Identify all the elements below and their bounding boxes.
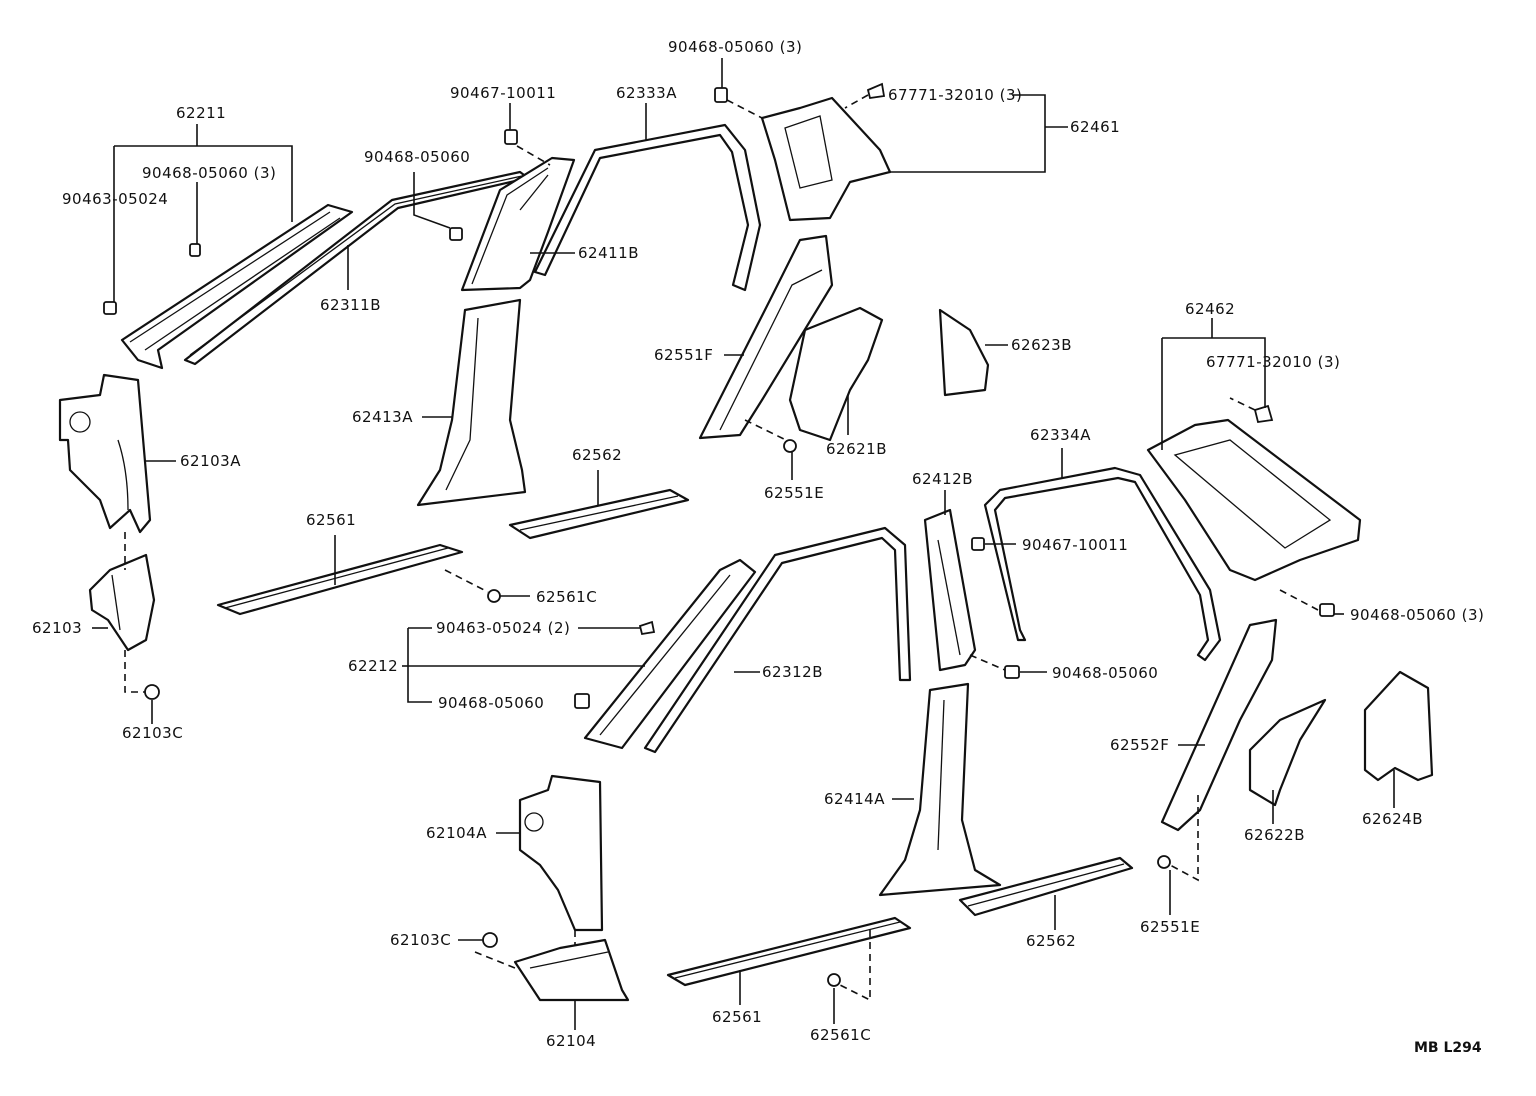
part-62411B-pillar-upper [460, 156, 576, 292]
label-62414A: 62414A [824, 790, 885, 808]
leader-lines [92, 58, 1395, 1030]
label-62104: 62104 [546, 1032, 596, 1050]
part-62462-quarter-trim [1146, 418, 1362, 582]
label-90467-10011-top: 90467-10011 [450, 84, 556, 102]
part-62461-quarter-trim [760, 96, 892, 222]
part-62211-pillar-garnish [120, 203, 354, 370]
label-62624B: 62624B [1362, 810, 1423, 828]
label-62561C-bottom: 62561C [810, 1026, 871, 1044]
part-62551F-roof-side-trim [698, 234, 834, 440]
part-62561-sill [216, 543, 464, 616]
label-62562-top: 62562 [572, 446, 622, 464]
part-62103-cowl-lower [88, 553, 156, 652]
label-90468-05060-mid: 90468-05060 [364, 148, 470, 166]
label-90468-05060-3-top: 90468-05060 (3) [668, 38, 802, 56]
part-62623B-panel [938, 308, 990, 397]
label-90468-05060-3-left: 90468-05060 (3) [142, 164, 276, 182]
fasteners [103, 82, 1335, 987]
label-62211: 62211 [176, 104, 226, 122]
part-62104A-cowl-trim [518, 774, 604, 932]
part-62103A-cowl-trim [58, 373, 152, 534]
label-62212: 62212 [348, 657, 398, 675]
part-62621B-wheelhouse-cover [788, 306, 884, 442]
label-67771-32010-3-right: 67771-32010 (3) [1206, 353, 1340, 371]
part-62412B-pillar [923, 508, 977, 672]
label-62412B: 62412B [912, 470, 973, 488]
label-62551E-bottom: 62551E [1140, 918, 1200, 936]
label-90468-05060-right: 90468-05060 [1052, 664, 1158, 682]
diagram-code: MB L294 [1414, 1040, 1482, 1056]
label-62103C-bottom: 62103C [122, 724, 183, 742]
part-62624B-panel [1363, 670, 1434, 782]
label-62333A: 62333A [616, 84, 677, 102]
label-90463-05024-2: 90463-05024 (2) [436, 619, 570, 637]
label-62334A: 62334A [1030, 426, 1091, 444]
label-62311B: 62311B [320, 296, 381, 314]
part-62212-pillar-garnish [583, 558, 757, 750]
part-62104-cowl-lower [513, 938, 630, 1002]
part-62414A-pillar-lower [878, 682, 1002, 897]
label-62561-bottom: 62561 [712, 1008, 762, 1026]
part-62561-sill-lower [666, 916, 912, 987]
label-62622B: 62622B [1244, 826, 1305, 844]
part-62312B-weatherstrip [643, 526, 912, 754]
label-62413A: 62413A [352, 408, 413, 426]
label-62462: 62462 [1185, 300, 1235, 318]
label-62621B: 62621B [826, 440, 887, 458]
label-62551F: 62551F [654, 346, 713, 364]
part-62622B-wheelhouse-cover [1248, 698, 1327, 807]
part-62413A-pillar-lower [416, 298, 527, 507]
label-62561-top: 62561 [306, 511, 356, 529]
label-62562-bottom: 62562 [1026, 932, 1076, 950]
label-62103: 62103 [32, 619, 82, 637]
label-62461: 62461 [1070, 118, 1120, 136]
label-90463-05024-left: 90463-05024 [62, 190, 168, 208]
label-90468-05060-3-right: 90468-05060 (3) [1350, 606, 1484, 624]
label-62103C-left: 62103C [390, 931, 451, 949]
part-62562-scuff-plate-lower [958, 856, 1134, 917]
label-62104A: 62104A [426, 824, 487, 842]
part-labels: 90468-05060 (3) 90467-10011 62333A 67771… [32, 38, 1484, 1056]
label-62623B: 62623B [1011, 336, 1072, 354]
label-62552F: 62552F [1110, 736, 1169, 754]
label-90467-10011-right: 90467-10011 [1022, 536, 1128, 554]
part-62562-scuff-plate [508, 488, 690, 540]
label-67771-32010-3-top: 67771-32010 (3) [888, 86, 1022, 104]
label-62103A: 62103A [180, 452, 241, 470]
label-90468-05060-bot: 90468-05060 [438, 694, 544, 712]
part-62334A-weatherstrip [983, 466, 1222, 662]
label-62551E-top: 62551E [764, 484, 824, 502]
part-62333A-weatherstrip [533, 123, 762, 292]
label-62561C-top: 62561C [536, 588, 597, 606]
part-62552F-roof-side-trim [1160, 618, 1278, 832]
label-62312B: 62312B [762, 663, 823, 681]
label-62411B: 62411B [578, 244, 639, 262]
